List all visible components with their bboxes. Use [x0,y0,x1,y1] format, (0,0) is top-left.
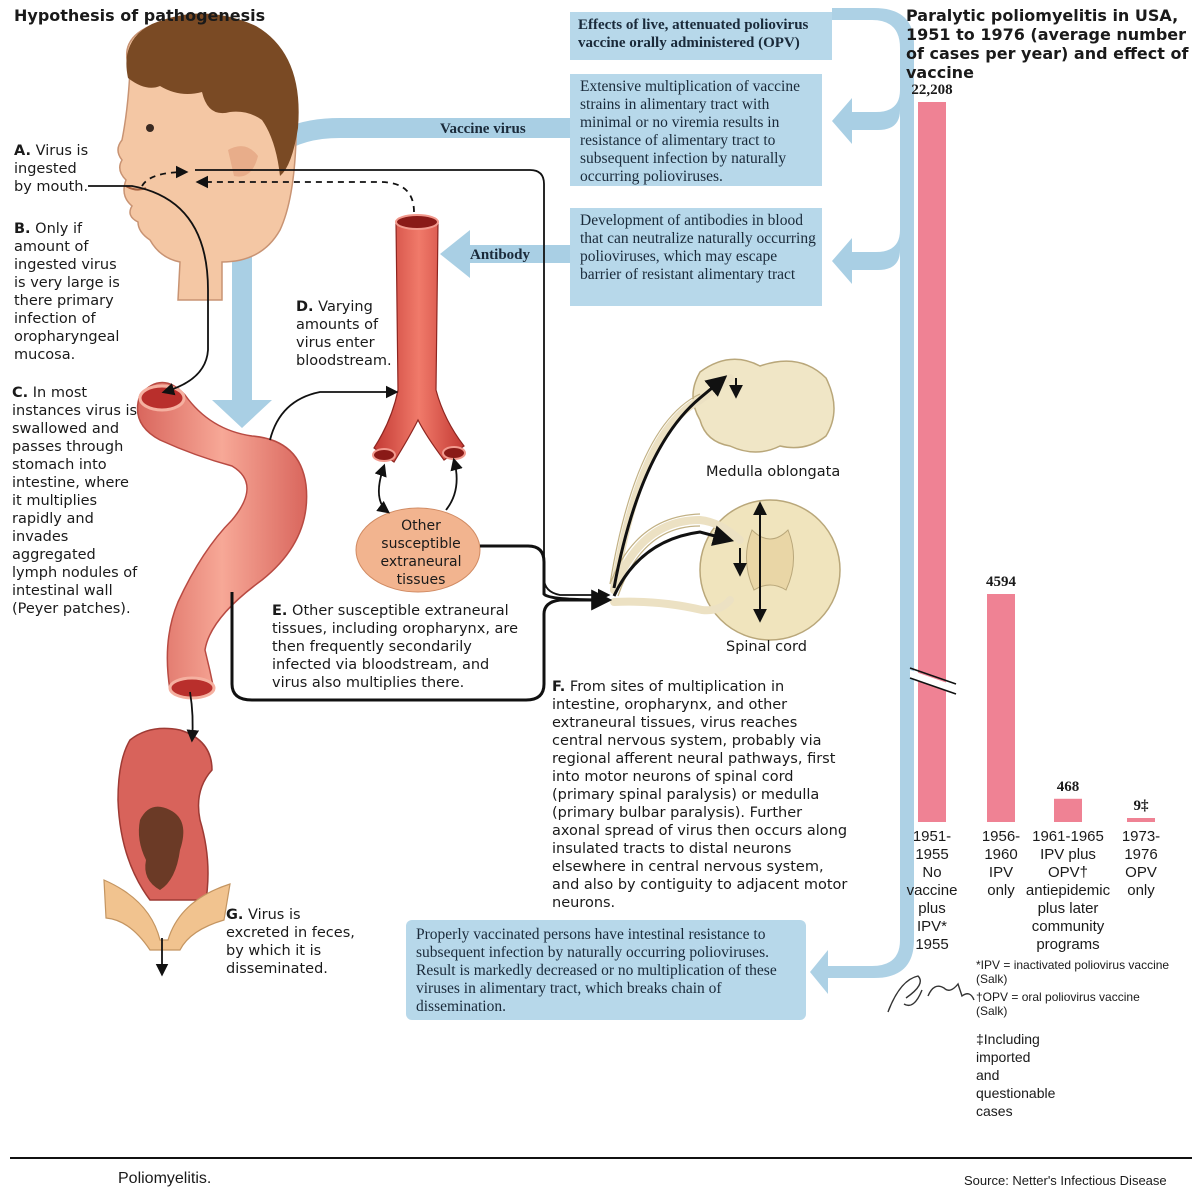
footnote-including: ‡Including imported and questionable cas… [976,1031,1056,1119]
bar-value-label-3: 9‡ [1133,798,1149,814]
vaccine-flow-arrows [212,8,914,994]
pathogenesis-heavy-arrows [230,375,767,702]
rectum-illustration [103,727,231,951]
spinal-cord-illustration [699,499,841,641]
vaccine-box-2-text: Development of antibodies in blood that … [580,212,816,283]
step-d-text: Varying amounts of virus enter bloodstre… [296,299,392,369]
bar-1 [987,594,1015,822]
step-b-text: Only if amount of ingested virus is very… [14,221,120,363]
step-a-letter: A. [14,143,31,159]
step-c-letter: C. [12,385,29,401]
bar-2 [1054,798,1082,822]
bar-0 [918,102,946,822]
step-f-letter: F. [552,679,566,695]
figure-caption: Poliomyelitis. [118,1170,212,1187]
step-c-text: In most instances virus is swallowed and… [12,385,138,617]
netter-signature [887,975,975,1013]
step-f-text: From sites of multiplication in intestin… [552,679,848,911]
vaccine-header-box [570,12,832,60]
vaccine-virus-label: Vaccine virus [440,121,526,137]
step-g: G. Virus is excreted in feces, by which … [226,906,366,978]
vaccine-header: Effects of live, attenuated poliovirus v… [578,17,809,51]
axis-break-marks [909,667,957,695]
bar-chart-marks [909,102,1155,822]
category-label-3: 1973- 1976 OPV only [1121,828,1161,899]
vaccine-box-3 [406,920,806,1020]
step-d: D. Varying amounts of virus enter bloods… [296,298,392,370]
category-label-0: 1951- 1955 No vaccine plus IPV* 1955 [906,828,958,953]
antibody-label: Antibody [470,247,531,263]
step-a-text: Virus is ingested by mouth. [14,143,89,195]
category-label-2: 1961-1965 IPV plus OPV† antiepidemic plu… [1025,828,1111,953]
step-e: E. Other susceptible extraneural tissues… [272,602,522,692]
pathogenesis-arrows [88,165,611,977]
step-g-letter: G. [226,907,244,923]
step-a: A. Virus is ingested by mouth. [14,142,94,196]
step-e-letter: E. [272,603,288,619]
vaccine-branch-top [832,90,900,144]
footnote-ipv: *IPV = inactivated poliovirus vaccine (S… [976,958,1170,986]
vaccine-main-channel [810,8,914,994]
medulla-illustration [692,358,835,453]
vaccine-box-1 [570,74,822,186]
antibody-arrow [440,230,570,278]
bar-value-label-0: 22,208 [911,82,953,98]
step-d-letter: D. [296,299,314,315]
step-b-letter: B. [14,221,31,237]
footnote-opv: †OPV = oral poliovirus vaccine (Salk) [976,990,1140,1018]
step-g-text: Virus is excreted in feces, by which it … [226,907,355,977]
vaccine-branch-mid [832,230,900,284]
bar-value-label-2: 468 [1056,778,1080,795]
vaccine-box-1-text: Extensive multiplication of vaccine stra… [580,78,800,185]
vaccine-virus-arrow [212,118,570,428]
step-b: B. Only if amount of ingested virus is v… [14,220,124,364]
pathogenesis-title: Hypothesis of pathogenesis [14,6,266,25]
category-label-1: 1956- 1960 IPV only [981,828,1021,899]
chart-title: Paralytic poliomyelitis in USA, 1951 to … [906,6,1189,82]
medulla-label: Medulla oblongata [706,464,841,480]
spinal-cord-label: Spinal cord [726,639,807,655]
vaccine-box-3-text: Properly vaccinated persons have intesti… [416,926,777,1015]
step-e-text: Other susceptible extraneural tissues, i… [272,603,518,691]
bar-3 [1127,818,1155,822]
other-tissues-label: Other susceptible extraneural tissues [380,518,462,588]
step-f: F. From sites of multiplication in intes… [552,678,852,912]
child-head-illustration [117,13,299,301]
step-c: C. In most instances virus is swallowed … [12,384,140,618]
other-tissues-oval [355,507,481,593]
vaccine-box-2 [570,208,822,306]
figure-source: Source: Netter's Infectious Disease [964,1173,1167,1188]
bar-value-label-1: 4594 [986,574,1016,590]
